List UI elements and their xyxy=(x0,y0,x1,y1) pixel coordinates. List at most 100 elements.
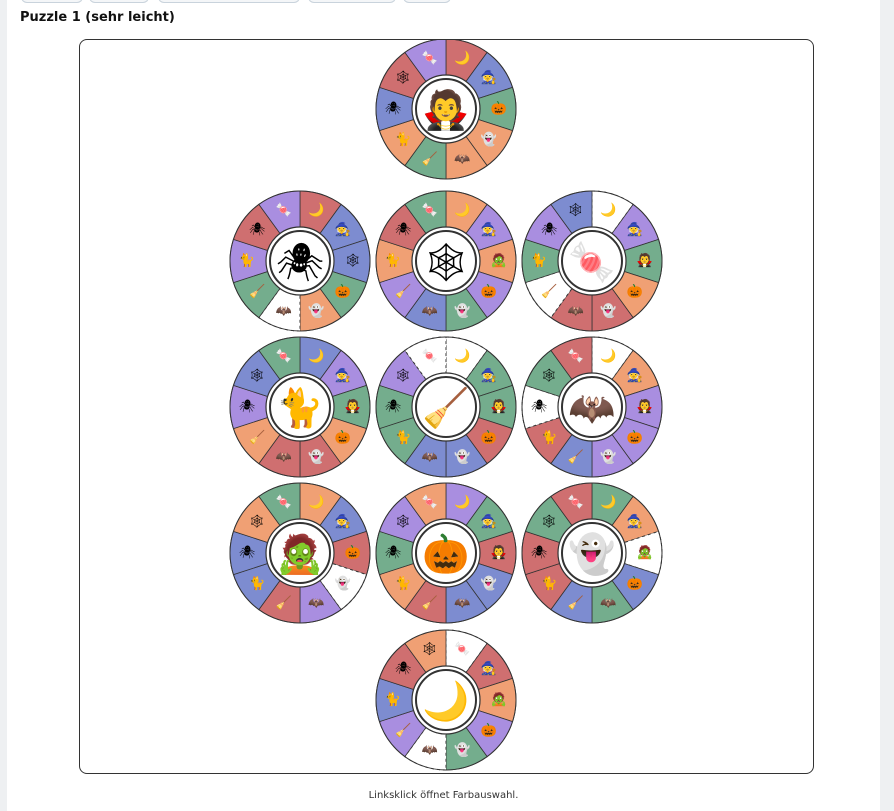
cat-icon: 🐈 xyxy=(541,576,557,592)
bat-icon: 🦇 xyxy=(422,450,438,465)
vampire-icon: 🧛 xyxy=(422,87,469,132)
pumpkin-icon: 🎃 xyxy=(481,430,497,446)
wheel-candy: 🌙🧙🧛🎃👻🦇🧹🐈🕷🕸🍬 xyxy=(521,190,663,332)
vampire-icon: 🧛 xyxy=(345,398,361,415)
vampire-icon: 🧛 xyxy=(491,398,507,415)
wheel-web: 🌙🧙🧟🎃👻🦇🧹🐈🕷🍬🕸 xyxy=(375,190,517,332)
zombie-icon: 🧟 xyxy=(637,545,653,561)
wheel-center xyxy=(561,376,623,438)
ghost-icon: 👻 xyxy=(454,302,470,319)
witch-icon: 🧙 xyxy=(481,513,497,529)
wheel-outline xyxy=(375,190,517,332)
wheel-outline xyxy=(375,40,517,180)
puzzle-board: 🌙 🧙 🎃 👻 🦇 🧹 🐈 🕷 🕸 🍬 🧛 🌙 🧙 🕸 🎃 👻 🦇 🧹 🐈 🕷 🍬 🕷 🌙 🧙 🧟 🎃 👻 🦇 🧹 🐈 🕷 🍬 🕸 🌙 🧙 🧛 🎃 👻 🦇 🧹… xyxy=(79,39,814,774)
moon-icon: 🌙 xyxy=(600,494,616,510)
moon-icon: 🌙 xyxy=(454,348,470,364)
web-icon: 🕸 xyxy=(422,240,470,284)
wheel-center xyxy=(269,522,331,584)
wheel-outline xyxy=(521,336,663,478)
spider-icon: 🕷 xyxy=(395,661,412,676)
wheel-center xyxy=(415,78,477,140)
wheel-center xyxy=(269,230,331,292)
moon-icon: 🌙 xyxy=(308,202,324,218)
spider-icon: 🕷 xyxy=(531,400,548,415)
moon-icon: 🌙 xyxy=(422,679,469,724)
top-tab-3[interactable] xyxy=(158,0,300,3)
top-tab-1[interactable] xyxy=(21,0,83,3)
wheel-outline xyxy=(521,482,663,624)
broom-icon: 🧹 xyxy=(422,595,438,611)
candy-icon: 🍬 xyxy=(422,202,438,218)
cat-icon: 🐈 xyxy=(395,576,411,592)
bat-icon: 🦇 xyxy=(454,152,470,167)
moon-icon: 🌙 xyxy=(454,494,470,510)
moon-icon: 🌙 xyxy=(600,348,616,364)
candy-icon: 🍬 xyxy=(276,494,292,510)
broom-icon: 🧹 xyxy=(249,284,265,300)
wheel-center xyxy=(561,230,623,292)
cat-icon: 🐈 xyxy=(531,253,547,269)
cat-icon: 🐈 xyxy=(395,430,411,446)
bat-icon: 🦇 xyxy=(422,743,438,758)
wheel-center xyxy=(561,522,623,584)
web-icon: 🕸 xyxy=(541,368,558,383)
page: Puzzle 1 (sehr leicht) 🌙 🧙 🎃 👻 🦇 🧹 🐈 🕷 🕸 🍬 🧛 🌙 🧙 🕸 🎃 👻 🦇… xyxy=(7,0,880,811)
puzzle-title: Puzzle 1 (sehr leicht) xyxy=(20,10,175,25)
ghost-icon: 👻 xyxy=(481,575,497,592)
cat-icon: 🐈 xyxy=(385,692,401,708)
bat-icon: 🦇 xyxy=(454,596,470,611)
wheel-cat: 🌙🧙🧛🎃👻🦇🧹🕷🕸🍬🐈 xyxy=(229,336,371,478)
cat-icon: 🐈 xyxy=(239,253,255,269)
web-icon: 🕸 xyxy=(395,514,412,529)
wheel-center xyxy=(269,376,331,438)
moon-icon: 🌙 xyxy=(308,348,324,364)
pumpkin-icon: 🎃 xyxy=(481,723,497,739)
pumpkin-icon: 🎃 xyxy=(627,284,643,300)
witch-icon: 🧙 xyxy=(627,513,643,529)
spider-icon: 🕷 xyxy=(395,222,412,237)
bat-icon: 🦇 xyxy=(276,450,292,465)
spider-icon: 🕷 xyxy=(239,546,256,561)
top-tab-5[interactable] xyxy=(403,0,451,3)
bat-icon: 🦇 xyxy=(276,304,292,319)
broom-icon: 🧹 xyxy=(568,449,584,465)
cat-icon: 🐈 xyxy=(249,576,265,592)
bat-icon: 🦇 xyxy=(568,304,584,319)
pumpkin-icon: 🎃 xyxy=(627,576,643,592)
witch-icon: 🧙 xyxy=(335,221,351,237)
wheel-outline xyxy=(375,482,517,624)
cat-icon: 🐈 xyxy=(276,386,323,430)
top-tab-2[interactable] xyxy=(89,0,149,3)
ghost-icon: 👻 xyxy=(600,448,616,465)
witch-icon: 🧙 xyxy=(481,367,497,383)
ghost-icon: 👻 xyxy=(308,302,324,319)
broom-icon: 🧹 xyxy=(249,430,265,446)
bat-icon: 🦇 xyxy=(308,596,324,611)
candy-icon: 🍬 xyxy=(454,641,470,657)
pumpkin-icon: 🎃 xyxy=(627,430,643,446)
wheel-outline xyxy=(375,629,517,771)
moon-icon: 🌙 xyxy=(454,202,470,218)
bat-icon: 🦇 xyxy=(422,304,438,319)
vampire-icon: 🧛 xyxy=(491,544,507,561)
spider-icon: 🕷 xyxy=(239,400,256,415)
wheel-moon: 🍬🧙🧟🎃👻🦇🧹🐈🕷🕸🌙 xyxy=(375,629,517,771)
broom-icon: 🧹 xyxy=(395,284,411,300)
spider-icon: 🕷 xyxy=(385,102,402,117)
cat-icon: 🐈 xyxy=(385,253,401,269)
wheel-zombie: 🌙🧙🎃👻🦇🧹🐈🕷🕸🍬🧟 xyxy=(229,482,371,624)
ghost-icon: 👻 xyxy=(481,131,497,148)
witch-icon: 🧙 xyxy=(481,660,497,676)
broom-icon: 🧹 xyxy=(422,386,469,430)
wheel-pumpkin: 🌙🧙🧛👻🦇🧹🐈🕷🕸🍬🎃 xyxy=(375,482,517,624)
zombie-icon: 🧟 xyxy=(491,253,507,269)
moon-icon: 🌙 xyxy=(454,50,470,66)
pumpkin-icon: 🎃 xyxy=(345,545,361,561)
zombie-icon: 🧟 xyxy=(491,692,507,708)
top-tab-4[interactable] xyxy=(308,0,396,3)
ghost-icon: 👻 xyxy=(308,448,324,465)
wheel-center xyxy=(415,522,477,584)
witch-icon: 🧙 xyxy=(481,69,497,85)
ghost-icon: 👻 xyxy=(600,302,616,319)
wheel-spider: 🌙🧙🕸🎃👻🦇🧹🐈🕷🍬🕷 xyxy=(229,190,371,332)
